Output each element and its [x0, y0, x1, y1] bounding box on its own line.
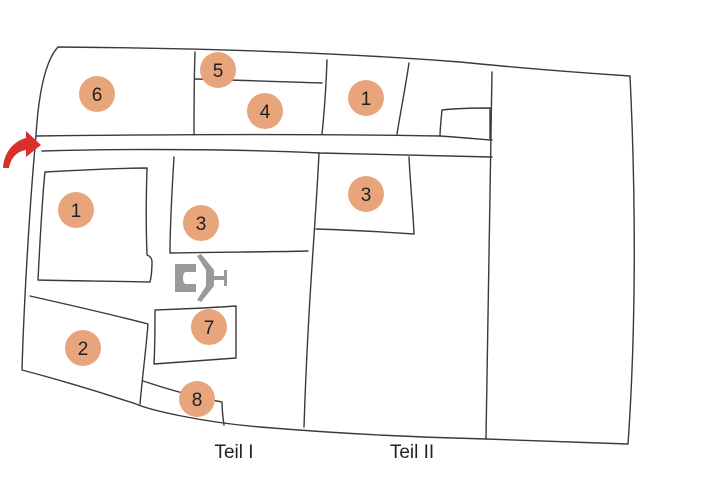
- marker-circle: [183, 205, 219, 241]
- parcel-8: [142, 380, 225, 426]
- marker-circle: [200, 52, 236, 88]
- parcel-centre-3: [169, 156, 309, 254]
- part-label-1: Teil I: [214, 442, 253, 463]
- marker-circle: [79, 76, 115, 112]
- marker-label: 2: [78, 339, 89, 360]
- road-upper-edge: [35, 133, 493, 141]
- marker-circle: [179, 381, 215, 417]
- marker-label: 7: [204, 318, 215, 339]
- marker-label: 6: [92, 85, 103, 106]
- marker-label: 8: [192, 390, 203, 411]
- parcel-right-3: [315, 156, 415, 235]
- top-divider-2: [321, 59, 328, 135]
- top-divider-3: [396, 62, 410, 135]
- top-divider-1: [193, 51, 196, 136]
- marker-label: 3: [361, 185, 372, 206]
- curved-arrow-icon: [3, 131, 41, 168]
- airplane-icon: [175, 254, 227, 302]
- parcel-7: [153, 305, 237, 365]
- right-divider: [485, 71, 493, 440]
- marker-circle: [348, 176, 384, 212]
- road-lower-edge: [41, 148, 493, 158]
- parcel-2: [29, 295, 149, 405]
- marker-label: 1: [361, 89, 372, 110]
- marker-circle: [191, 309, 227, 345]
- part-label-2: Teil II: [390, 442, 434, 463]
- marker-label: 5: [213, 61, 224, 82]
- marker-label: 3: [196, 214, 207, 235]
- parcel-markers: 6 5 4 1 1 3 3 7 2 8: [58, 52, 384, 417]
- marker-label: 1: [71, 201, 82, 222]
- marker-circle: [348, 80, 384, 116]
- outer-boundary: [21, 46, 635, 445]
- marker-circle: [58, 192, 94, 228]
- marker-circle: [247, 93, 283, 129]
- parcel-left-1: [37, 167, 153, 283]
- marker-circle: [65, 330, 101, 366]
- small-box: [439, 107, 491, 141]
- part-divider: [303, 152, 320, 428]
- marker-label: 4: [260, 102, 271, 123]
